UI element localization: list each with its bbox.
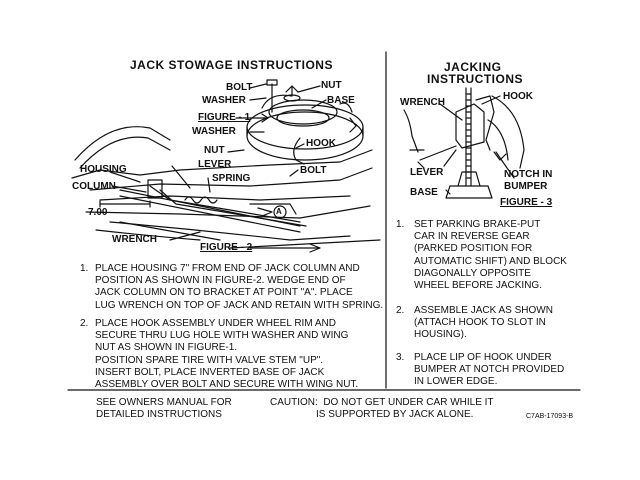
fig3-label-hook: HOOK (503, 91, 533, 102)
label-base: BASE (327, 95, 355, 106)
left-step2-number: 2. (80, 318, 89, 329)
right-panel-title-line1: JACKING (444, 60, 502, 74)
label-hook: HOOK (306, 138, 336, 149)
label-lever: LEVER (198, 159, 232, 170)
fig3-label-notch-line1: NOTCH IN (504, 169, 553, 180)
figure1-tire-drawing (246, 79, 364, 165)
right-step3-number: 3. (396, 352, 405, 363)
label-wrench: WRENCH (112, 234, 157, 245)
label-point-a: A (276, 207, 282, 216)
figure2-label: FIGURE - 2 (200, 242, 253, 253)
label-nut: NUT (204, 145, 225, 156)
part-number: C7AB-17093-B (526, 413, 574, 420)
right-step1-number: 1. (396, 219, 405, 230)
label-bolt: BOLT (300, 165, 327, 176)
figure2-trunk-drawing (71, 126, 381, 253)
figure1-label: FIGURE - 1 (198, 112, 251, 123)
right-panel-title-line2: INSTRUCTIONS (427, 72, 523, 86)
fig3-label-lever: LEVER (410, 167, 444, 178)
right-step2-text: ASSEMBLE JACK AS SHOWN(ATTACH HOOK TO SL… (414, 305, 553, 341)
label-column: COLUMN (72, 181, 116, 192)
figure3-jack-drawing (403, 87, 525, 199)
left-step1-text: PLACE HOUSING 7" FROM END OF JACK COLUMN… (95, 263, 384, 311)
left-panel-title: JACK STOWAGE INSTRUCTIONS (130, 58, 333, 72)
label-bolt-top: BOLT (226, 82, 253, 93)
figure3-label: FIGURE - 3 (500, 197, 553, 208)
label-spring: SPRING (212, 173, 251, 184)
label-nut-top: NUT (321, 80, 342, 91)
footer-caution-line1: CAUTION: DO NOT GET UNDER CAR WHILE IT (270, 397, 494, 408)
fig3-label-notch-line2: BUMPER (504, 181, 548, 192)
label-dimension: 7.00 (88, 207, 108, 218)
label-housing: HOUSING (80, 164, 127, 175)
fig3-label-base: BASE (410, 187, 438, 198)
fig3-label-wrench: WRENCH (400, 97, 445, 108)
label-washer-top: WASHER (202, 95, 246, 106)
footer-caution-line2: IS SUPPORTED BY JACK ALONE. (316, 409, 474, 420)
right-step2-number: 2. (396, 305, 405, 316)
left-step1-number: 1. (80, 263, 89, 274)
label-washer: WASHER (192, 126, 236, 137)
